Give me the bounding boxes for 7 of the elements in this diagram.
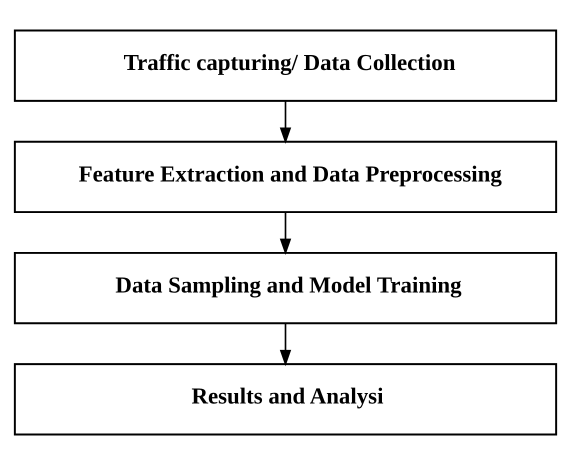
- node-box: Results and Analysi: [14, 363, 558, 436]
- arrow: [280, 323, 292, 366]
- arrow: [280, 212, 292, 256]
- node-box: Traffic capturing/ Data Collection: [14, 30, 558, 102]
- node-box: Feature Extraction and Data Preprocessing: [14, 140, 558, 214]
- arrow: [280, 100, 292, 144]
- node-box: Data Sampling and Model Training: [14, 252, 558, 324]
